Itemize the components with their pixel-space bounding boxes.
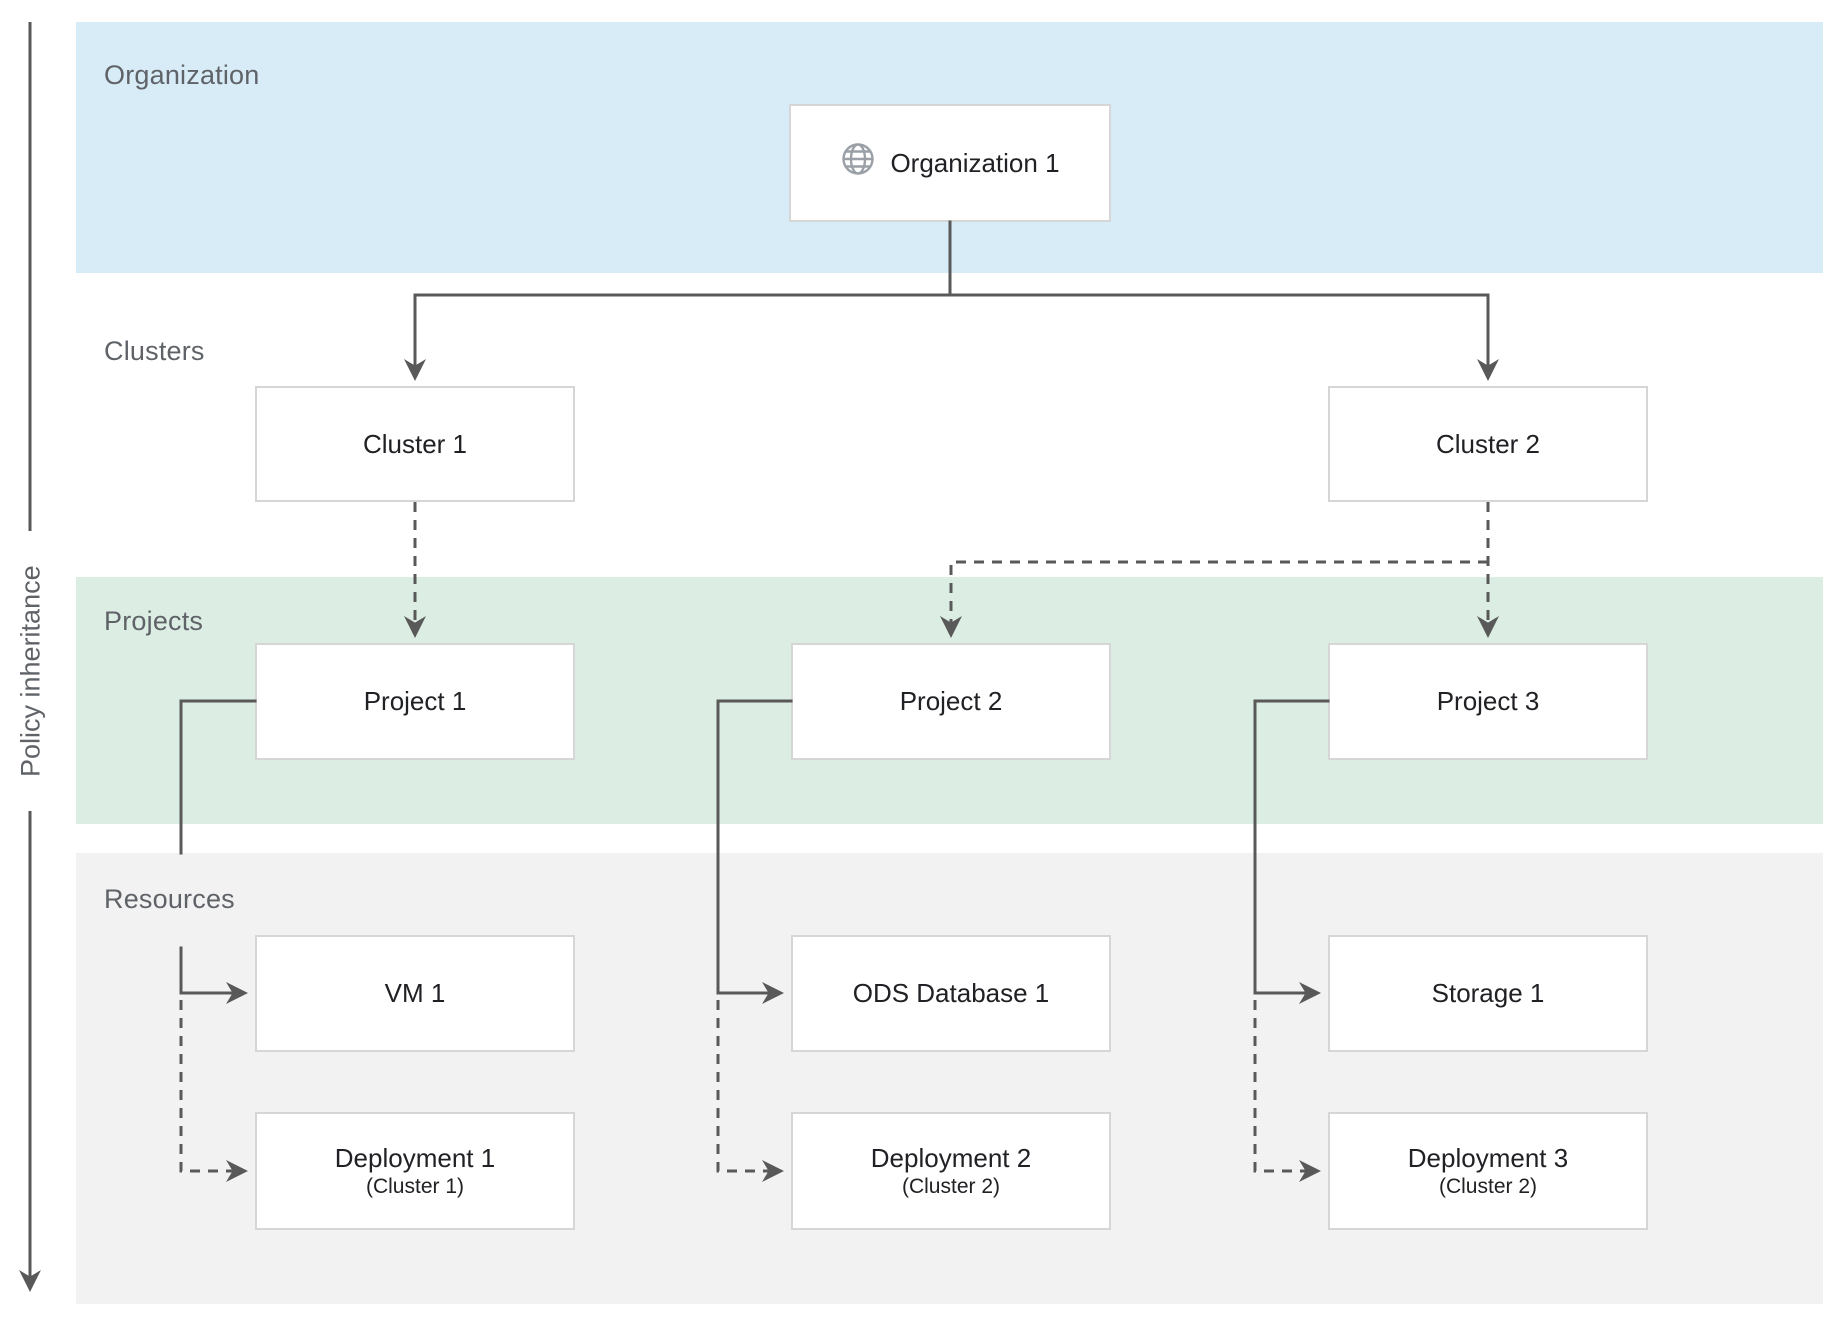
policy-inheritance-axis-label: Policy inheritance bbox=[15, 565, 46, 777]
globe-icon bbox=[840, 141, 876, 185]
node-label: Deployment 1 bbox=[334, 1142, 496, 1173]
node-project-1: Project 1 bbox=[255, 643, 575, 760]
node-label: Deployment 2 bbox=[870, 1142, 1032, 1173]
node-sublabel: (Cluster 1) bbox=[365, 1175, 465, 1199]
node-deployment-3: Deployment 3 (Cluster 2) bbox=[1328, 1112, 1648, 1230]
node-deployment-1: Deployment 1 (Cluster 1) bbox=[255, 1112, 575, 1230]
node-organization-1: Organization 1 bbox=[789, 104, 1111, 222]
node-sublabel: (Cluster 2) bbox=[1438, 1175, 1538, 1199]
node-project-2: Project 2 bbox=[791, 643, 1111, 760]
node-project-3: Project 3 bbox=[1328, 643, 1648, 760]
node-deployment-2: Deployment 2 (Cluster 2) bbox=[791, 1112, 1111, 1230]
node-label: Project 1 bbox=[363, 686, 467, 717]
node-label: Project 2 bbox=[899, 686, 1003, 717]
band-label-projects: Projects bbox=[104, 606, 204, 636]
band-label-clusters: Clusters bbox=[104, 336, 205, 366]
node-label: Organization 1 bbox=[890, 147, 1060, 178]
band-label-resources: Resources bbox=[104, 884, 235, 914]
node-label: Deployment 3 bbox=[1407, 1142, 1569, 1173]
node-label: Cluster 2 bbox=[1435, 428, 1541, 459]
node-label: Storage 1 bbox=[1431, 978, 1545, 1009]
node-label: VM 1 bbox=[384, 978, 446, 1009]
node-cluster-1: Cluster 1 bbox=[255, 386, 575, 502]
node-label: Project 3 bbox=[1436, 686, 1540, 717]
node-sublabel: (Cluster 2) bbox=[901, 1175, 1001, 1199]
node-label: ODS Database 1 bbox=[852, 978, 1050, 1009]
node-storage-1: Storage 1 bbox=[1328, 935, 1648, 1052]
band-label-organization: Organization bbox=[104, 60, 260, 90]
node-ods-database-1: ODS Database 1 bbox=[791, 935, 1111, 1052]
node-label: Cluster 1 bbox=[362, 428, 468, 459]
band-resources bbox=[76, 853, 1823, 1304]
node-vm-1: VM 1 bbox=[255, 935, 575, 1052]
node-cluster-2: Cluster 2 bbox=[1328, 386, 1648, 502]
